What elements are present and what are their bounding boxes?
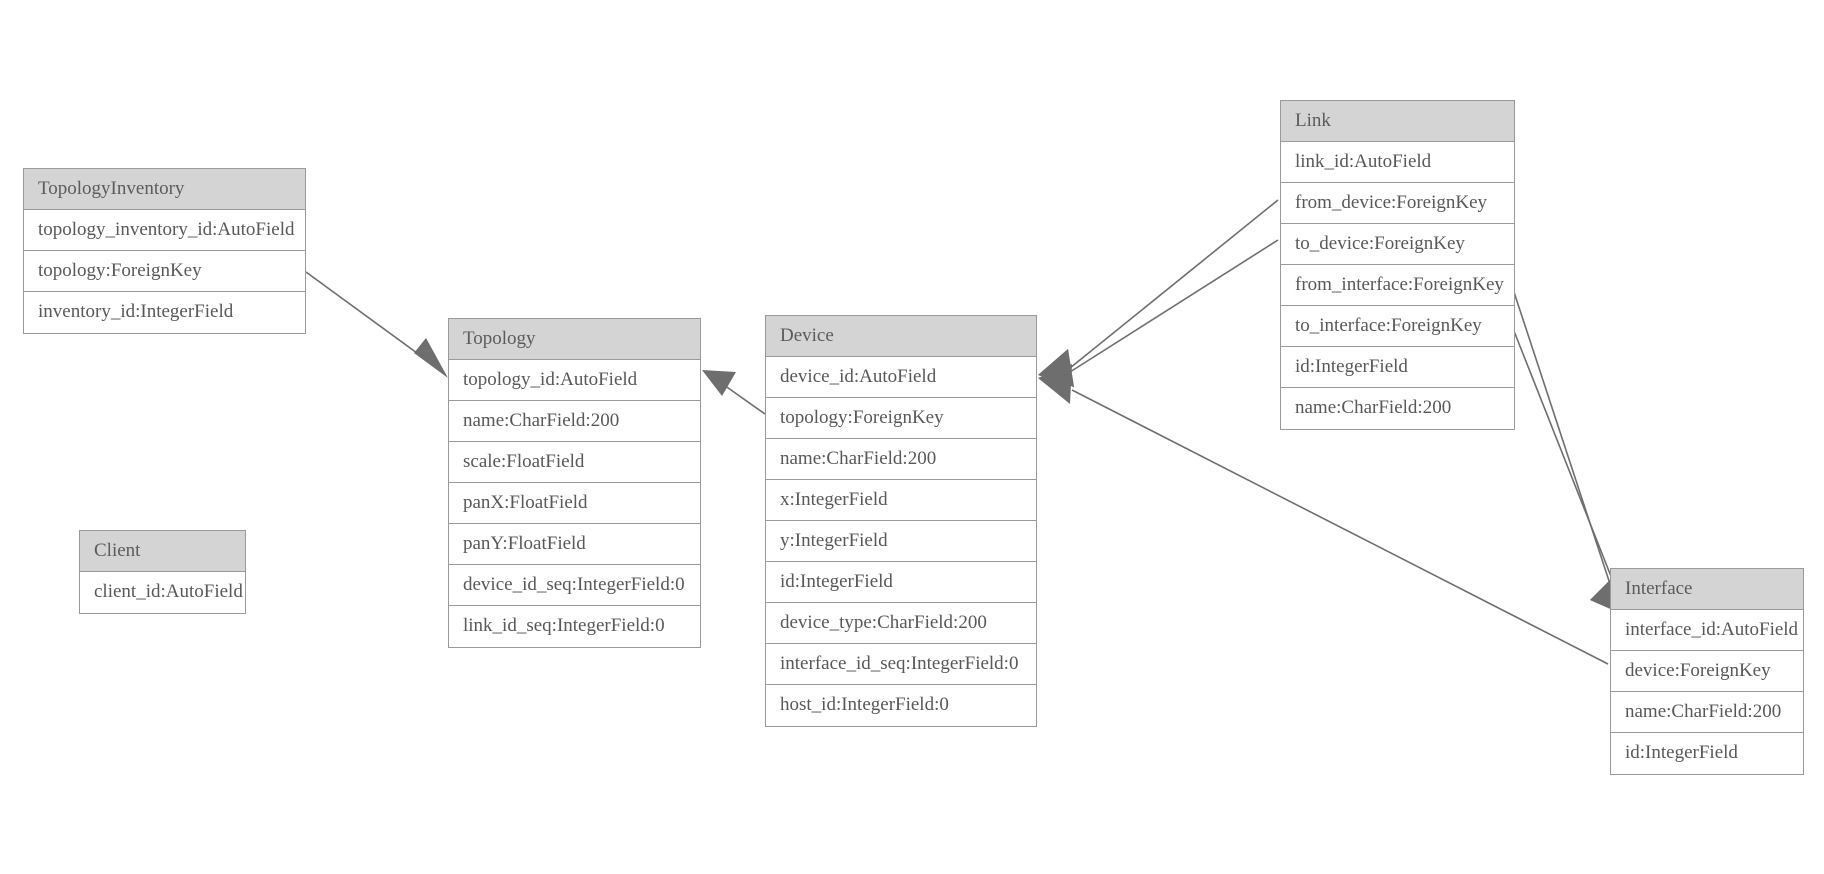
field-topology-inventory-0: topology_inventory_id:AutoField xyxy=(24,210,305,251)
entity-title-client: Client xyxy=(80,531,245,572)
edge-link-from-interface-to-interface xyxy=(1511,285,1622,614)
edge-link-from-device-to-device xyxy=(1038,199,1279,387)
field-topology-inventory-2: inventory_id:IntegerField xyxy=(24,292,305,333)
field-device-6: device_type:CharField:200 xyxy=(766,603,1036,644)
field-interface-0: interface_id:AutoField xyxy=(1611,610,1803,651)
field-link-2: to_device:ForeignKey xyxy=(1281,224,1514,265)
entity-device[interactable]: Device device_id:AutoField topology:Fore… xyxy=(765,315,1037,727)
field-topology-inventory-1: topology:ForeignKey xyxy=(24,251,305,292)
field-client-0: client_id:AutoField xyxy=(80,572,245,613)
field-device-7: interface_id_seq:IntegerField:0 xyxy=(766,644,1036,685)
field-link-1: from_device:ForeignKey xyxy=(1281,183,1514,224)
field-device-5: id:IntegerField xyxy=(766,562,1036,603)
field-device-4: y:IntegerField xyxy=(766,521,1036,562)
entity-title-link: Link xyxy=(1281,101,1514,142)
field-topology-1: name:CharField:200 xyxy=(449,401,700,442)
field-topology-5: device_id_seq:IntegerField:0 xyxy=(449,565,700,606)
entity-link[interactable]: Link link_id:AutoField from_device:Forei… xyxy=(1280,100,1515,430)
entity-client[interactable]: Client client_id:AutoField xyxy=(79,530,246,614)
field-device-0: device_id:AutoField xyxy=(766,357,1036,398)
edge-device-to-topology xyxy=(702,370,766,415)
field-device-8: host_id:IntegerField:0 xyxy=(766,685,1036,726)
entity-interface[interactable]: Interface interface_id:AutoField device:… xyxy=(1610,568,1804,775)
entity-topology-inventory[interactable]: TopologyInventory topology_inventory_id:… xyxy=(23,168,306,334)
field-link-4: to_interface:ForeignKey xyxy=(1281,306,1514,347)
field-topology-6: link_id_seq:IntegerField:0 xyxy=(449,606,700,647)
field-topology-3: panX:FloatField xyxy=(449,483,700,524)
field-link-0: link_id:AutoField xyxy=(1281,142,1514,183)
entity-title-device: Device xyxy=(766,316,1036,357)
field-device-1: topology:ForeignKey xyxy=(766,398,1036,439)
field-link-3: from_interface:ForeignKey xyxy=(1281,265,1514,306)
entity-title-topology: Topology xyxy=(449,319,700,360)
entity-topology[interactable]: Topology topology_id:AutoField name:Char… xyxy=(448,318,701,648)
edge-topologyinventory-to-topology xyxy=(305,271,448,378)
entity-title-interface: Interface xyxy=(1611,569,1803,610)
field-topology-4: panY:FloatField xyxy=(449,524,700,565)
field-topology-2: scale:FloatField xyxy=(449,442,700,483)
field-link-5: id:IntegerField xyxy=(1281,347,1514,388)
field-interface-3: id:IntegerField xyxy=(1611,733,1803,774)
field-interface-1: device:ForeignKey xyxy=(1611,651,1803,692)
edge-link-to-device-to-device xyxy=(1038,239,1279,387)
edge-link-to-interface-to-interface xyxy=(1511,325,1622,614)
field-interface-2: name:CharField:200 xyxy=(1611,692,1803,733)
field-device-2: name:CharField:200 xyxy=(766,439,1036,480)
entity-title-topology-inventory: TopologyInventory xyxy=(24,169,305,210)
field-link-6: name:CharField:200 xyxy=(1281,388,1514,429)
field-topology-0: topology_id:AutoField xyxy=(449,360,700,401)
field-device-3: x:IntegerField xyxy=(766,480,1036,521)
